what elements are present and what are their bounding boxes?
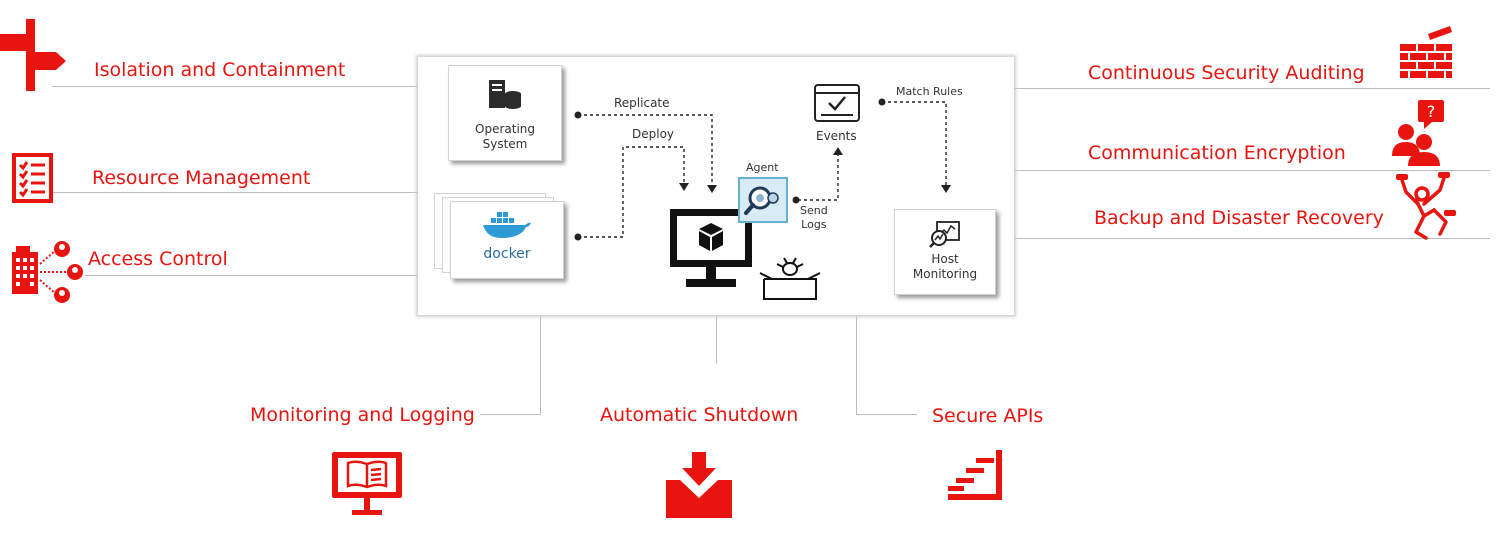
magnifier-bug-icon	[744, 186, 779, 215]
label-isolation-containment: Isolation and Containment	[94, 59, 346, 81]
agent-badge	[738, 177, 788, 223]
label-access-control: Access Control	[88, 248, 228, 270]
operating-system-label: Operating System	[475, 122, 535, 151]
connector-line-isolation	[52, 86, 418, 87]
connector-line-resource	[52, 192, 418, 193]
label-backup-disaster-recovery: Backup and Disaster Recovery	[1094, 207, 1384, 229]
label-communication-encryption: Communication Encryption	[1088, 142, 1346, 164]
events-window-icon	[814, 84, 860, 122]
diagram-connectors	[574, 98, 951, 241]
falling-person-icon	[1396, 172, 1456, 240]
bug-box-icon	[759, 257, 821, 300]
svg-text:?: ?	[1427, 102, 1436, 121]
operating-system-box: Operating System	[448, 65, 562, 161]
label-monitoring-logging: Monitoring and Logging	[250, 404, 475, 426]
connector-line-encryption	[1014, 170, 1490, 171]
host-monitor-icon	[670, 209, 752, 287]
connector-line-access	[85, 275, 418, 276]
docker-whale-icon	[483, 212, 531, 238]
architecture-diagram: Operating System docker Replicate Deploy…	[418, 57, 1014, 315]
connector-line-auditing	[1014, 88, 1490, 89]
connector-line-monitoring-v	[540, 316, 541, 414]
replicate-label: Replicate	[614, 96, 670, 110]
send-logs-label: Send Logs	[800, 204, 828, 231]
connector-line-apis-h	[856, 414, 917, 415]
label-continuous-security-auditing: Continuous Security Auditing	[1088, 62, 1365, 84]
monitoring-chart-icon	[929, 221, 960, 248]
deploy-label: Deploy	[632, 127, 675, 141]
server-database-icon	[489, 80, 521, 109]
monitor-book-icon	[332, 452, 402, 515]
connector-line-backup	[1014, 238, 1490, 239]
connector-line-monitoring-h	[480, 414, 541, 415]
stairs-icon	[948, 450, 1002, 500]
people-question-icon: ?	[1392, 100, 1444, 166]
brick-wall-icon	[1400, 26, 1452, 78]
docker-box: docker	[450, 201, 564, 279]
building-users-icon	[12, 241, 83, 303]
label-secure-apis: Secure APIs	[932, 405, 1044, 427]
docker-label: docker	[483, 246, 531, 262]
host-monitoring-label: Host Monitoring	[912, 252, 978, 281]
signpost-icon	[0, 19, 66, 91]
events-label: Events	[816, 129, 857, 143]
connector-line-apis-v	[856, 316, 857, 414]
checklist-icon	[12, 153, 53, 203]
host-monitoring-box: Host Monitoring	[894, 209, 996, 295]
label-resource-management: Resource Management	[92, 167, 311, 189]
label-automatic-shutdown: Automatic Shutdown	[600, 404, 799, 426]
agent-label: Agent	[746, 161, 779, 174]
match-rules-label: Match Rules	[896, 85, 963, 98]
connector-line-shutdown	[716, 316, 717, 364]
inbox-download-icon	[666, 452, 732, 518]
